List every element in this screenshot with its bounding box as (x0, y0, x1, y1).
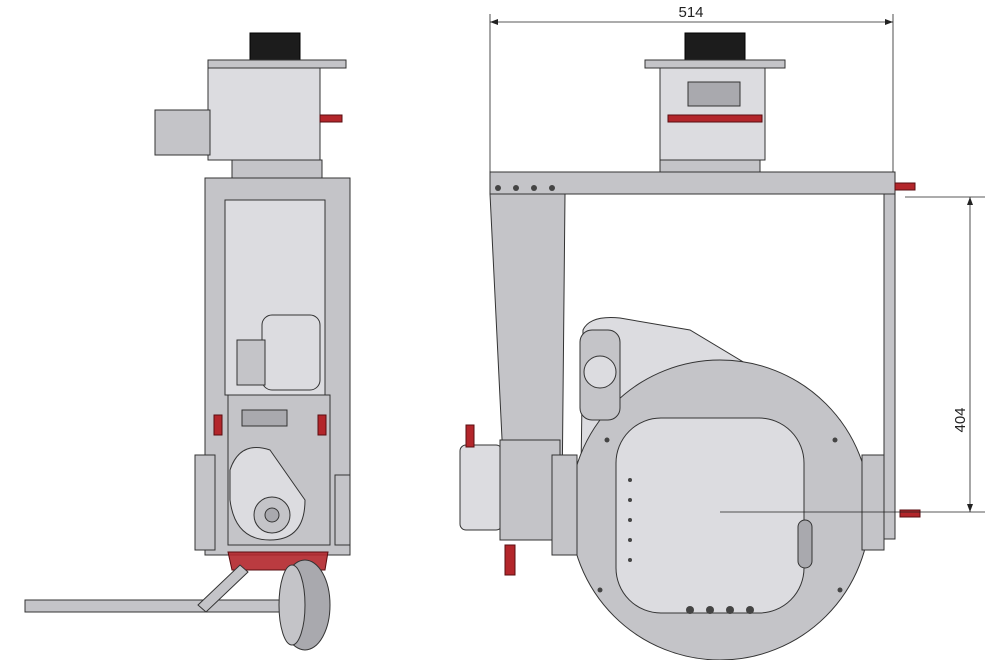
handle-left (213, 414, 223, 436)
motor-cylinder (459, 444, 503, 531)
height-label: 404 (952, 407, 969, 432)
disc-hub (278, 564, 306, 646)
label-plate (241, 409, 288, 427)
handle-bottom (504, 544, 516, 576)
dimensions: 514 404 (489, 4, 985, 512)
drive-block (499, 439, 561, 541)
width-label: 514 (678, 4, 703, 21)
clamp-right (861, 454, 885, 551)
handle-right (899, 509, 921, 518)
handle (319, 114, 343, 123)
handle-bar (667, 114, 763, 123)
front-view (459, 32, 985, 660)
label-plate (687, 81, 741, 107)
side-bracket (194, 454, 216, 551)
motor-cap (249, 32, 301, 62)
right-arm (883, 193, 896, 540)
motor-cylinder (261, 314, 321, 391)
handle-top-right (894, 182, 916, 191)
gearbox-housing (207, 67, 321, 161)
motor-end (236, 339, 266, 386)
side-bracket-right (334, 474, 351, 546)
side-view (24, 32, 351, 651)
side-housing (154, 109, 211, 156)
mount-block (231, 159, 323, 179)
clamp-left (551, 454, 578, 556)
window (583, 355, 617, 389)
motor-cap (684, 32, 746, 62)
top-plate (207, 59, 347, 69)
handle-left (465, 424, 475, 448)
top-plate (644, 59, 786, 69)
slot (797, 519, 813, 569)
arm-bar (24, 599, 281, 613)
ring-opening (615, 417, 805, 614)
handle-right (317, 414, 327, 436)
arm-strut (197, 564, 249, 613)
bolt-holes (495, 185, 843, 614)
wheel-hub (264, 507, 280, 523)
